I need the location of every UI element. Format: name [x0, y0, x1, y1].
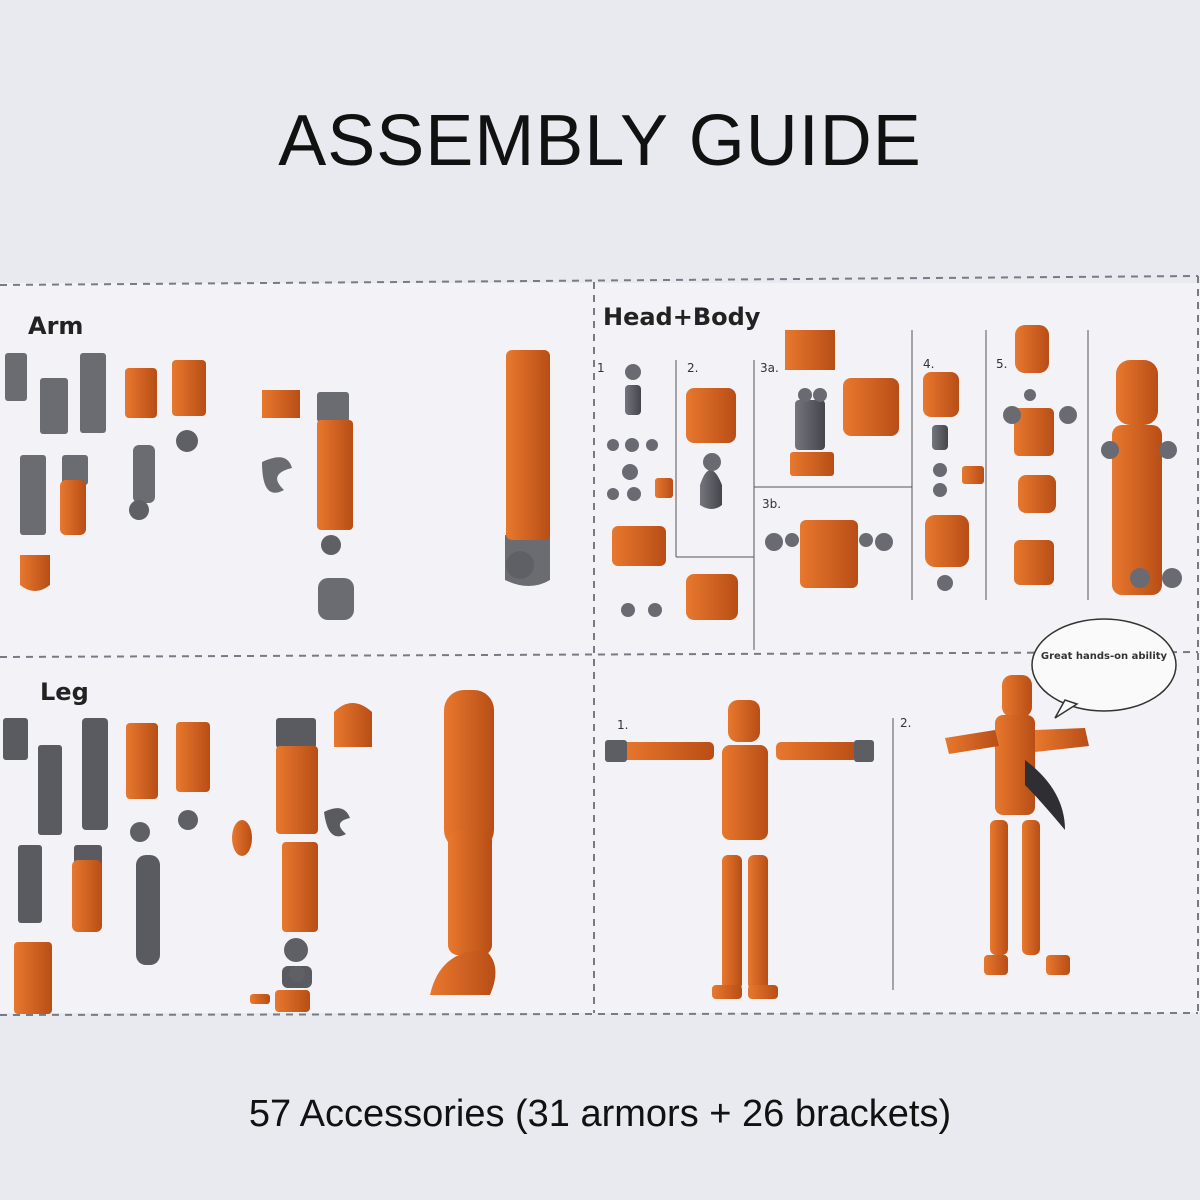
step-label-2: 2.	[687, 361, 698, 375]
step-label-3a: 3a.	[760, 361, 779, 375]
step-label-5: 5.	[996, 357, 1007, 371]
final-step-label-2: 2.	[900, 716, 911, 730]
speech-bubble-text: Great hands-on ability	[1034, 651, 1174, 662]
accessories-count: 57 Accessories (31 armors + 26 brackets)	[0, 1093, 1200, 1136]
step-label-4: 4.	[923, 357, 934, 371]
panel-label-leg: Leg	[40, 678, 89, 706]
panel-label-head-body: Head+Body	[603, 303, 760, 331]
final-assembly	[605, 619, 1176, 999]
step-label-1: 1	[597, 361, 605, 375]
speech-bubble	[1032, 619, 1176, 718]
arm-parts	[5, 350, 550, 620]
panel-label-arm: Arm	[28, 312, 83, 340]
step-label-3b: 3b.	[762, 497, 781, 511]
leg-parts	[3, 690, 495, 1014]
final-step-label-1: 1.	[617, 718, 628, 732]
